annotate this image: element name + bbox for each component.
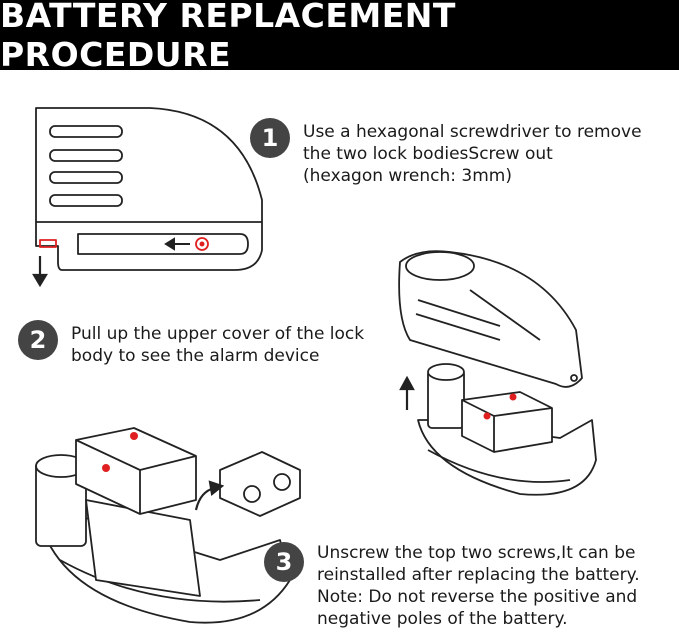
step-number-badge: 1	[250, 118, 290, 158]
step-text-line: negative poles of the battery.	[317, 609, 568, 629]
arrow-left-icon	[164, 237, 190, 251]
step-number-badge: 2	[18, 320, 58, 360]
step-text-line: Note: Do not reverse the positive and	[317, 587, 638, 607]
step-number-badge: 3	[264, 542, 304, 582]
removed-part	[219, 451, 301, 517]
arrow-down-icon	[32, 256, 48, 288]
step-text-line: reinstalled after replacing the battery.	[317, 565, 640, 585]
vent-slot	[49, 125, 123, 138]
battery-block	[461, 391, 553, 453]
step-2: 2 Pull up the upper cover of the lock bo…	[18, 320, 364, 367]
housing	[85, 499, 201, 597]
arrow-up-icon	[399, 375, 415, 410]
step-text-line: Use a hexagonal screwdriver to remove	[303, 122, 642, 142]
step-text-line: body to see the alarm device	[71, 346, 320, 366]
step-text-line: Pull up the upper cover of the lock	[71, 324, 365, 344]
step-text-line: Unscrew the top two screws,It can be	[317, 543, 636, 563]
step-3: 3 Unscrew the top two screws,It can be r…	[264, 542, 640, 630]
vent-slot	[49, 194, 123, 207]
step-text-line: the two lock bodiesScrew out	[303, 144, 553, 164]
step-text-line: (hexagon wrench: 3mm)	[303, 166, 512, 186]
red-marker	[39, 239, 57, 248]
step-1: 1 Use a hexagonal screwdriver to remove …	[250, 118, 642, 187]
vent-slot	[49, 149, 123, 162]
step-1-text: Use a hexagonal screwdriver to remove th…	[303, 121, 642, 187]
lock-body-outline	[35, 107, 263, 271]
battery-pack	[75, 427, 197, 515]
step-2-text: Pull up the upper cover of the lock body…	[71, 323, 364, 367]
curved-arrow-icon	[194, 480, 225, 511]
vent-slot	[49, 171, 123, 184]
pin-channel	[77, 233, 249, 255]
title-banner: BATTERY REPLACEMENT PROCEDURE	[0, 0, 679, 74]
page-title: BATTERY REPLACEMENT PROCEDURE	[0, 0, 456, 74]
step-3-text: Unscrew the top two screws,It can be rei…	[317, 542, 640, 630]
